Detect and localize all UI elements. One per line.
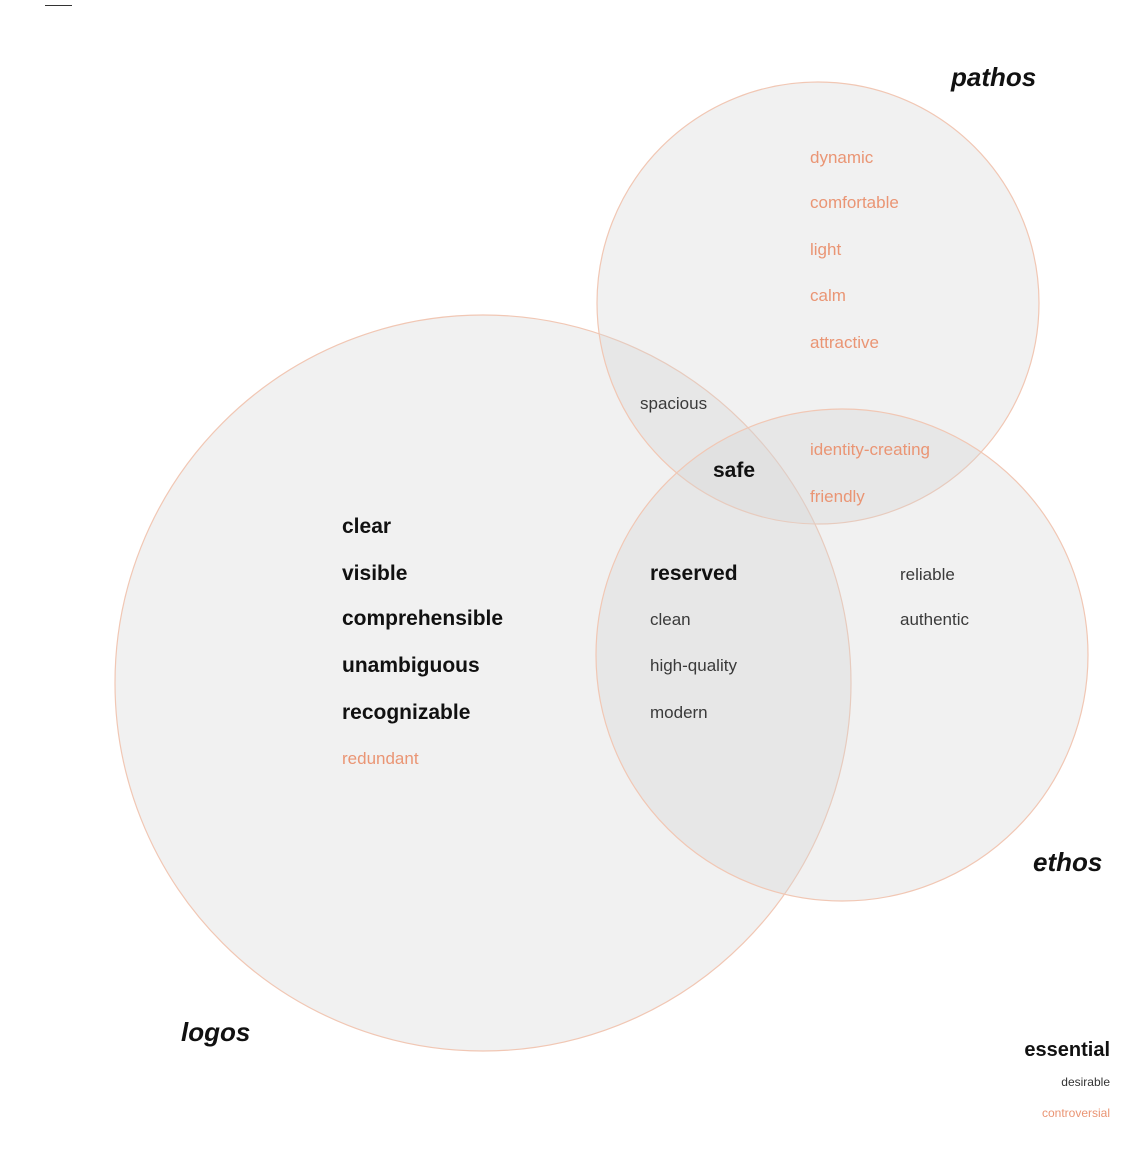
legend-controversial: controversial [1041,1106,1110,1120]
term-redundant: redundant [342,749,419,768]
term-friendly: friendly [810,487,865,506]
ethos-circle [595,408,1089,902]
term-recognizable: recognizable [342,701,471,724]
term-comfortable: comfortable [810,193,899,212]
term-reliable: reliable [900,565,955,584]
term-spacious: spacious [640,394,708,413]
term-safe: safe [713,459,756,482]
term-modern: modern [650,703,708,722]
term-high-quality: high-quality [650,656,737,675]
term-attractive: attractive [810,333,879,352]
term-light: light [810,240,842,259]
term-clear: clear [342,515,392,538]
term-unambiguous: unambiguous [342,654,480,677]
term-clean: clean [650,610,691,629]
logos-label: logos [181,1017,251,1047]
corner-mark [45,0,72,6]
legend-essential: essential [1024,1039,1110,1061]
ethos-label: ethos [1033,847,1103,877]
term-visible: visible [342,562,408,585]
legend-desirable: desirable [1061,1075,1110,1089]
pathos-label: pathos [951,62,1037,92]
term-calm: calm [810,286,846,305]
term-dynamic: dynamic [810,148,874,167]
logos-circle [114,314,852,1052]
term-comprehensible: comprehensible [342,607,504,630]
term-authentic: authentic [900,610,969,629]
pathos-circle [596,81,1040,525]
term-reserved: reserved [650,562,738,585]
term-identity-creating: identity-creating [810,440,931,459]
